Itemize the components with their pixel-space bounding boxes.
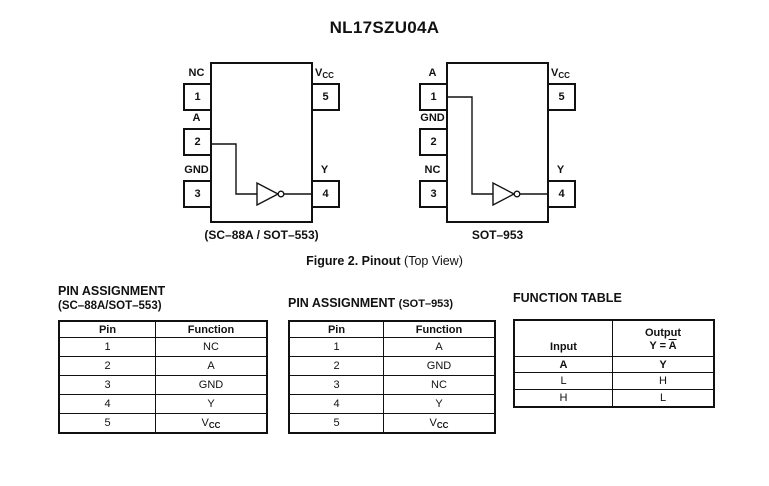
table-row: 3 NC	[288, 375, 496, 395]
package-caption: (SC–88A / SOT–553)	[204, 228, 319, 242]
table-row: 3 GND	[58, 375, 268, 395]
pin-box-3: 3	[183, 180, 212, 208]
pin-label-a: A	[428, 67, 437, 79]
function-cell: A	[155, 356, 268, 376]
pin-box-2: 2	[419, 128, 448, 156]
package-diagram-sot953: A GND NC VCC Y 1 2 3 5 4 SOT–953	[419, 62, 576, 247]
pin-label-y: Y	[556, 164, 565, 176]
table-row: H L	[513, 389, 715, 408]
package-caption: SOT–953	[471, 228, 524, 242]
function-cell: A	[383, 337, 496, 357]
pin-box-1: 1	[419, 83, 448, 111]
output-value-cell: L	[612, 389, 715, 408]
page-title: NL17SZU04A	[329, 18, 440, 37]
pin-label-vcc: VCC	[315, 67, 334, 80]
table-row: 1 A	[288, 337, 496, 357]
function-cell: NC	[383, 375, 496, 395]
pin-label-gnd: GND	[184, 164, 209, 176]
pin-assignment-1-heading: PIN ASSIGNMENT	[58, 284, 166, 298]
pin-label-nc: NC	[188, 67, 205, 79]
pin-cell: 3	[288, 375, 384, 395]
function-cell: Y	[383, 394, 496, 414]
table-row: L H	[513, 372, 715, 390]
table-subheader-row: A Y	[513, 356, 715, 373]
output-value-cell: H	[612, 372, 715, 390]
pin-label-gnd: GND	[420, 112, 445, 124]
pin-box-2: 2	[183, 128, 212, 156]
pin-assignment-table-sot553: Pin Function 1 NC 2 A 3 GND 4 Y 5 VCC	[58, 320, 268, 434]
table-header-row: Pin Function	[288, 320, 496, 338]
pin-cell: 5	[58, 413, 156, 434]
output-signal-cell: Y	[612, 356, 715, 373]
column-header-pin: Pin	[288, 320, 384, 338]
table-header-row: Pin Function	[58, 320, 268, 338]
table-row: 2 GND	[288, 356, 496, 376]
pin-cell: 4	[58, 394, 156, 414]
input-value-cell: L	[513, 372, 613, 390]
function-table-heading: FUNCTION TABLE	[513, 291, 622, 305]
pin-box-3: 3	[419, 180, 448, 208]
pin-label-y: Y	[320, 164, 329, 176]
function-cell: VCC	[155, 413, 268, 434]
output-header-cell: Output Y = A	[612, 319, 715, 357]
function-cell: GND	[383, 356, 496, 376]
pin-box-5: 5	[311, 83, 340, 111]
pin-assignment-1-subheading: (SC–88A/SOT–553)	[58, 300, 162, 312]
pin-cell: 5	[288, 413, 384, 434]
pin-cell: 3	[58, 375, 156, 395]
pin-assignment-table-sot953: Pin Function 1 A 2 GND 3 NC 4 Y 5 VCC	[288, 320, 496, 434]
function-cell: VCC	[383, 413, 496, 434]
pin-label-nc: NC	[424, 164, 441, 176]
pin-cell: 2	[58, 356, 156, 376]
table-row: 2 A	[58, 356, 268, 376]
function-table: Input Output Y = A A Y L H H L	[513, 319, 715, 408]
pin-box-5: 5	[547, 83, 576, 111]
function-cell: Y	[155, 394, 268, 414]
input-signal-cell: A	[513, 356, 613, 373]
function-cell: NC	[155, 337, 268, 357]
pin-label-vcc: VCC	[551, 67, 570, 80]
table-header-row: Input Output Y = A	[513, 319, 715, 357]
pin-box-4: 4	[547, 180, 576, 208]
table-row: 4 Y	[288, 394, 496, 414]
package-diagram-sot553: NC A GND VCC Y 1 2 3 5 4 (SC–88A / SOT–5…	[183, 62, 340, 247]
pin-cell: 4	[288, 394, 384, 414]
pin-cell: 2	[288, 356, 384, 376]
table-row: 4 Y	[58, 394, 268, 414]
pin-assignment-2-heading: PIN ASSIGNMENT (SOT–953)	[288, 296, 454, 310]
pin-cell: 1	[288, 337, 384, 357]
function-cell: GND	[155, 375, 268, 395]
figure-caption: Figure 2. Pinout (Top View)	[306, 254, 463, 268]
pin-box-1: 1	[183, 83, 212, 111]
table-row: 1 NC	[58, 337, 268, 357]
pin-box-4: 4	[311, 180, 340, 208]
table-row: 5 VCC	[288, 413, 496, 434]
inverter-gate-symbol	[446, 96, 548, 207]
pin-label-a: A	[192, 112, 201, 124]
column-header-function: Function	[383, 320, 496, 338]
input-header-cell: Input	[513, 319, 613, 357]
column-header-function: Function	[155, 320, 268, 338]
table-row: 5 VCC	[58, 413, 268, 434]
column-header-pin: Pin	[58, 320, 156, 338]
pin-cell: 1	[58, 337, 156, 357]
inverter-gate-symbol	[210, 143, 312, 207]
input-value-cell: H	[513, 389, 613, 408]
